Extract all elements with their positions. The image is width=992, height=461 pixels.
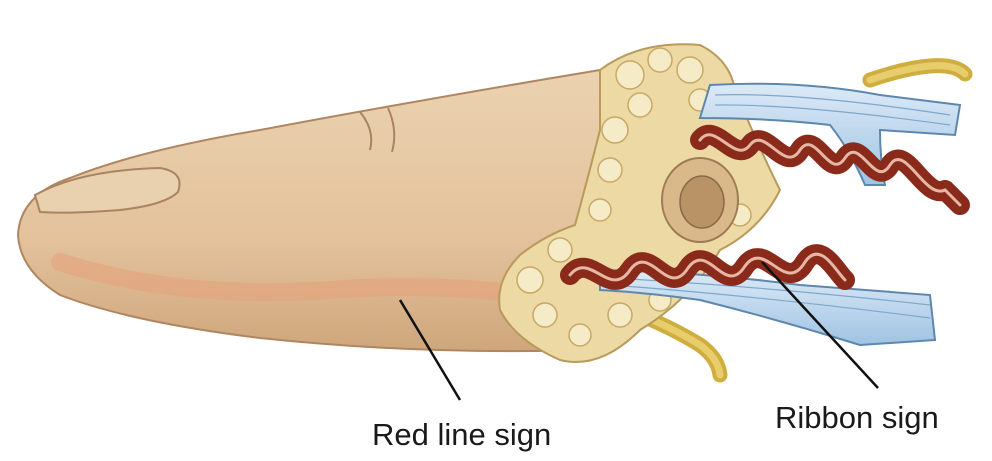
ribbon-sign-label: Ribbon sign bbox=[775, 400, 939, 435]
bone-marrow bbox=[680, 176, 724, 228]
red-line-sign-label: Red line sign bbox=[372, 417, 551, 452]
